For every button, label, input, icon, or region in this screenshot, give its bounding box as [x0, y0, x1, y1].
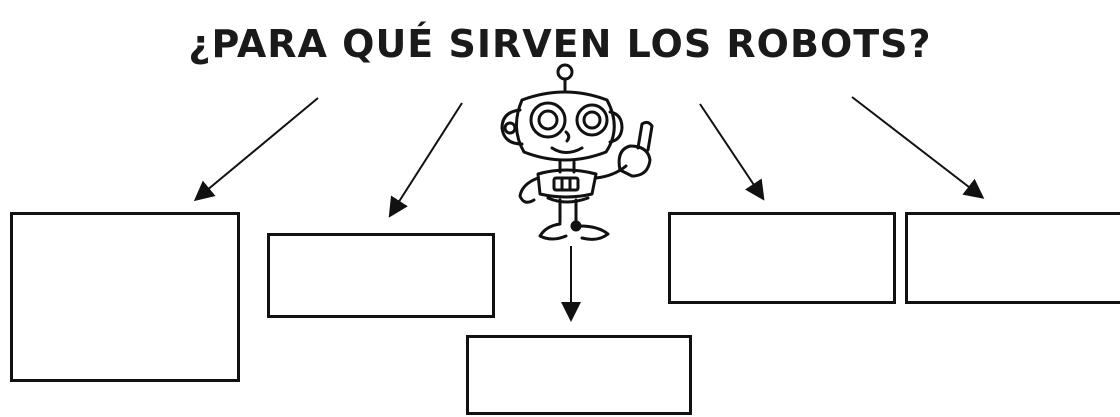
arrow-to-box-5 — [851, 96, 985, 199]
arrow-to-box-2 — [388, 102, 463, 218]
answer-box-2[interactable] — [267, 233, 495, 318]
arrow-to-box-4 — [699, 103, 765, 201]
answer-box-4[interactable] — [668, 212, 896, 304]
answer-box-5[interactable] — [905, 212, 1120, 304]
answer-box-3[interactable] — [466, 335, 692, 415]
worksheet-title: ¿PARA QUÉ SIRVEN LOS ROBOTS? — [188, 22, 932, 66]
answer-box-1[interactable] — [10, 212, 240, 382]
arrow-to-box-1 — [193, 97, 319, 202]
robot-icon — [500, 63, 654, 241]
